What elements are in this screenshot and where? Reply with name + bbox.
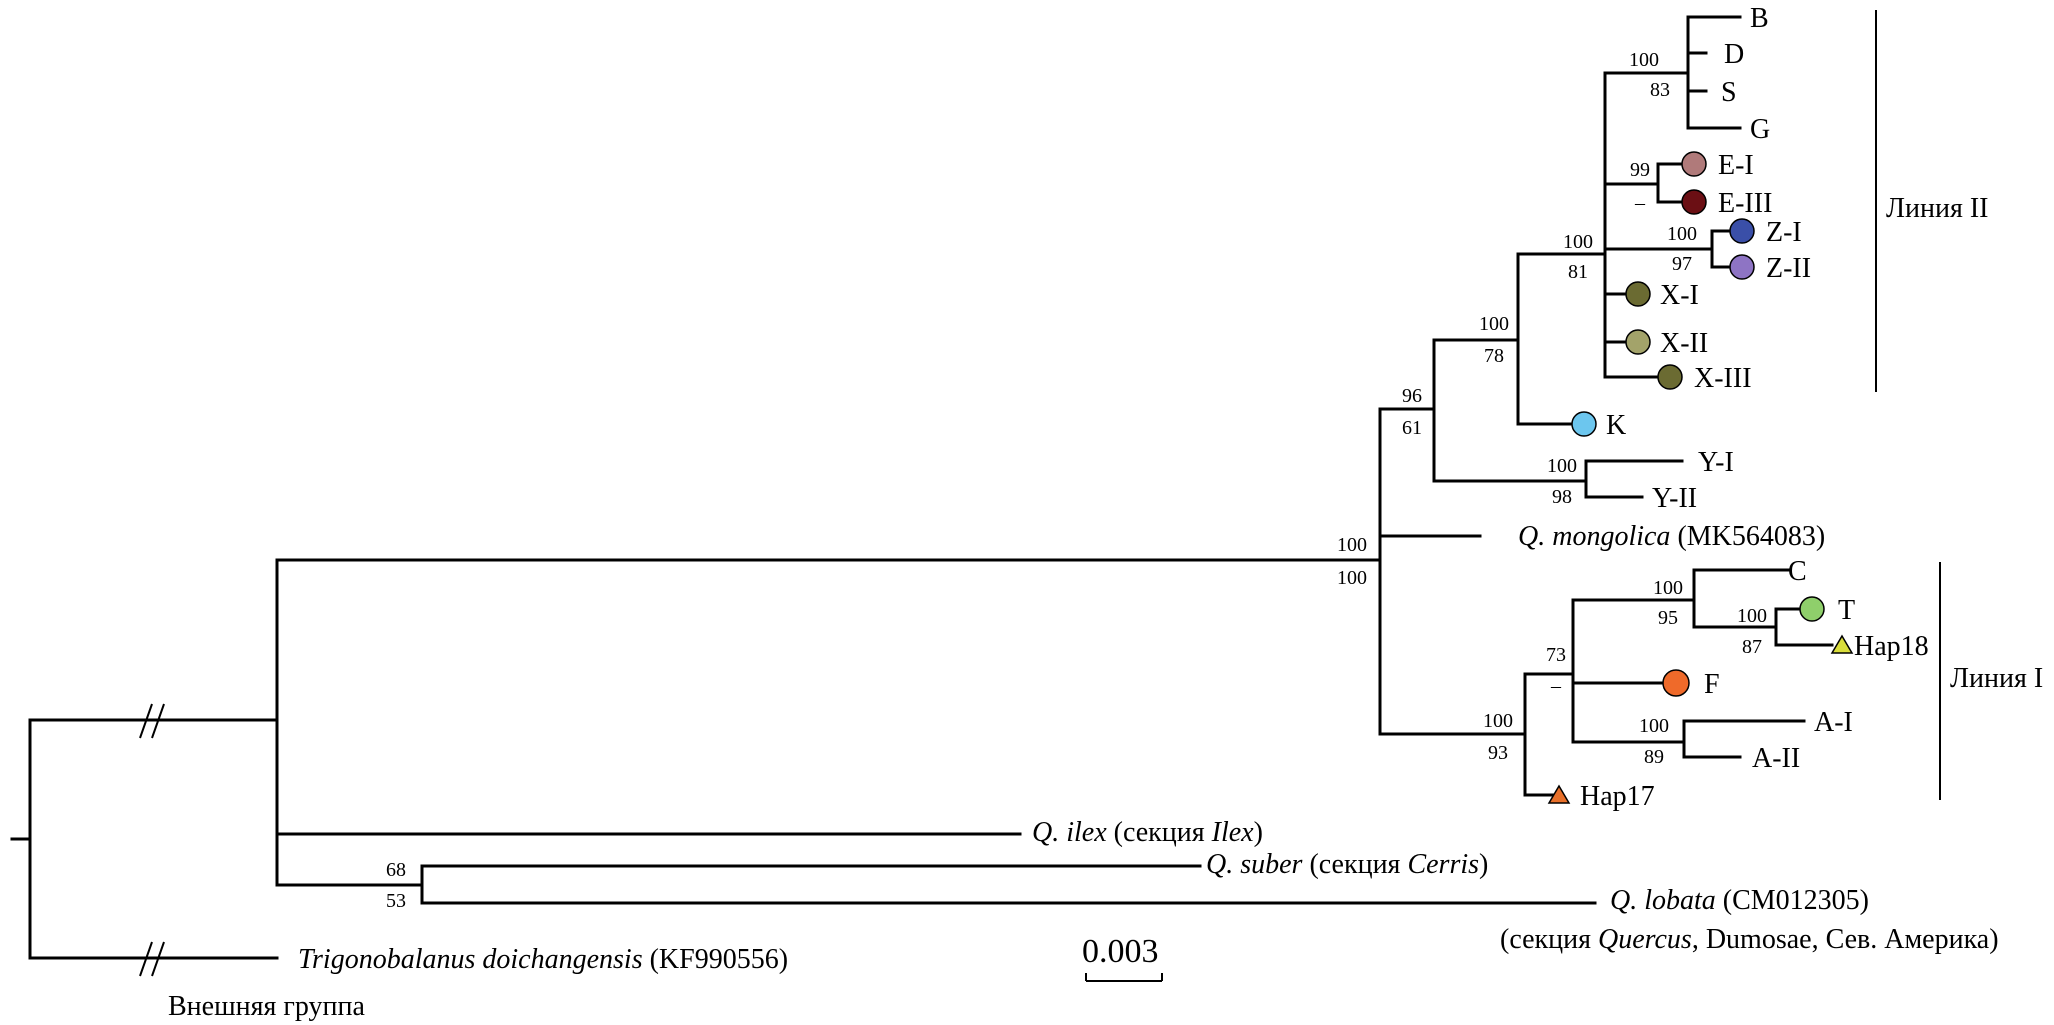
marker-Hap17 [1547, 784, 1571, 804]
branch-break-marks [139, 703, 165, 977]
marker-X-I [1625, 281, 1651, 307]
support-suber-top: 68 [386, 859, 406, 881]
support-a-bottom: 89 [1644, 746, 1664, 768]
label-G: G [1750, 114, 1770, 145]
support-e-top: 99 [1630, 159, 1650, 181]
support-e-bottom: – [1634, 192, 1646, 214]
scale-bar: 0.003 [1082, 933, 1163, 982]
marker-Z-II [1729, 254, 1755, 280]
support-k-top: 100 [1479, 313, 1509, 335]
marker-X-II [1625, 329, 1651, 355]
marker-Hap18 [1830, 634, 1854, 654]
label-C: C [1788, 556, 1807, 587]
label-trigonobalanus: Trigonobalanus doichangensis (KF990556) [298, 944, 788, 975]
marker-E-I [1681, 151, 1707, 177]
support-mongolica-bottom: 100 [1337, 567, 1367, 589]
support-ct-bottom: 95 [1658, 607, 1678, 629]
label-A-I: A-I [1814, 707, 1853, 738]
label-X-III: X-III [1694, 363, 1752, 394]
label-S: S [1721, 77, 1737, 108]
tip-labels: B D S G E-I E-III Z-I Z-II X-I X-II X-II… [298, 3, 1999, 975]
label-Y-II: Y-II [1652, 483, 1697, 514]
label-T: T [1838, 595, 1855, 626]
marker-X-III [1657, 364, 1683, 390]
support-z-top: 100 [1667, 223, 1697, 245]
support-values: 100 83 99 – 100 97 100 81 100 78 100 98 … [386, 49, 1767, 912]
label-Z-I: Z-I [1766, 217, 1802, 248]
support-line1-inner-top: 73 [1546, 644, 1566, 666]
support-ezx-bottom: 81 [1568, 261, 1588, 283]
outgroup-label: Внешняя группа [168, 991, 365, 1022]
label-F: F [1704, 669, 1720, 700]
marker-K [1571, 411, 1597, 437]
marker-Z-I [1729, 218, 1755, 244]
support-a-top: 100 [1639, 715, 1669, 737]
label-Hap18: Hap18 [1854, 631, 1929, 662]
support-line1-bottom: 93 [1488, 742, 1508, 764]
label-K: K [1606, 410, 1626, 441]
support-t-bottom: 87 [1742, 636, 1762, 658]
support-z-bottom: 97 [1672, 253, 1692, 275]
support-ct-top: 100 [1653, 577, 1683, 599]
support-y-bottom: 98 [1552, 486, 1572, 508]
label-q-lobata: Q. lobata (CM012305) [1610, 885, 1869, 916]
label-A-II: A-II [1752, 743, 1800, 774]
support-line1-inner-bottom: – [1550, 675, 1562, 697]
support-line1-top: 100 [1483, 710, 1513, 732]
marker-T [1799, 596, 1825, 622]
marker-F [1662, 669, 1690, 697]
label-Hap17: Hap17 [1580, 781, 1655, 812]
label-E-III: E-III [1718, 188, 1772, 219]
label-q-ilex: Q. ilex (секция Ilex) [1032, 817, 1263, 848]
lineage-label-1: Линия I [1950, 663, 2043, 694]
support-bdsg-top: 100 [1629, 49, 1659, 71]
lineage-label-2: Линия II [1886, 193, 1988, 224]
support-mongolica-top: 100 [1337, 534, 1367, 556]
label-Z-II: Z-II [1766, 253, 1811, 284]
label-B: B [1750, 3, 1769, 34]
label-E-I: E-I [1718, 150, 1754, 181]
label-q-lobata-note: (секция Quercus, Dumosae, Сев. Америка) [1500, 924, 1999, 955]
marker-E-III [1681, 189, 1707, 215]
label-q-mongolica: Q. mongolica (MK564083) [1518, 521, 1825, 552]
support-t-top: 100 [1737, 605, 1767, 627]
support-line2-top: 96 [1402, 385, 1422, 407]
label-X-I: X-I [1660, 280, 1699, 311]
support-bdsg-bottom: 83 [1650, 79, 1670, 101]
scale-bar-label: 0.003 [1082, 933, 1159, 970]
support-line2-bottom: 61 [1402, 417, 1422, 439]
support-ezx-top: 100 [1563, 231, 1593, 253]
support-k-bottom: 78 [1484, 345, 1504, 367]
label-D: D [1724, 39, 1744, 70]
support-suber-bottom: 53 [386, 890, 406, 912]
label-q-suber: Q. suber (секция Cerris) [1206, 849, 1488, 880]
support-y-top: 100 [1547, 455, 1577, 477]
label-Y-I: Y-I [1698, 447, 1734, 478]
label-X-II: X-II [1660, 328, 1708, 359]
